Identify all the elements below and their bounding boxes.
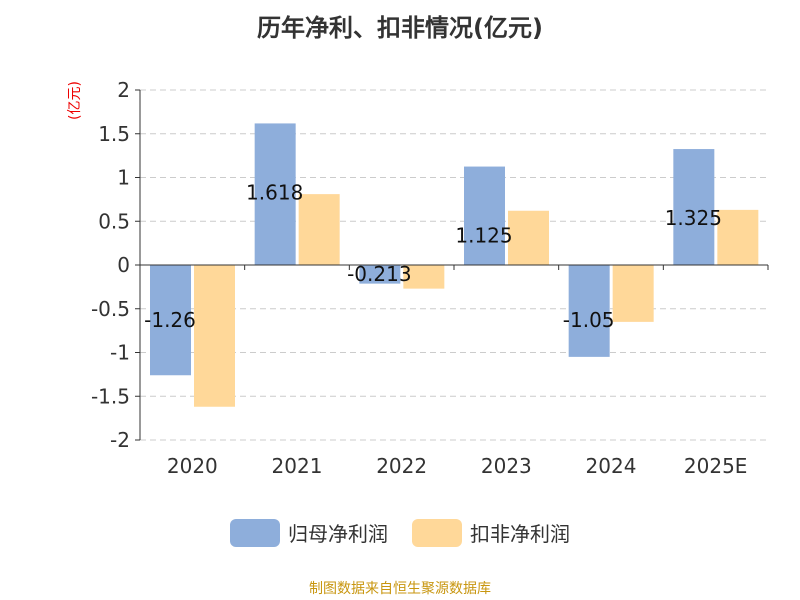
x-tick-label: 2025E xyxy=(684,454,748,478)
bar-0 xyxy=(673,149,715,265)
x-tick-label: 2020 xyxy=(167,454,218,478)
y-tick-label: -2 xyxy=(110,428,130,452)
legend-swatch xyxy=(412,518,462,547)
legend: 归母净利润 扣非净利润 xyxy=(0,518,800,547)
x-tick-label: 2022 xyxy=(376,454,427,478)
bar-0 xyxy=(150,265,191,376)
data-source: 制图数据来自恒生聚源数据库 xyxy=(309,581,491,597)
data-label: 1.325 xyxy=(665,206,722,230)
data-label: -0.213 xyxy=(347,262,411,286)
y-tick-label: 0.5 xyxy=(98,209,130,233)
y-tick-label: 1 xyxy=(117,166,130,190)
y-tick-label: -1.5 xyxy=(91,384,130,408)
x-tick-label: 2024 xyxy=(586,454,637,478)
legend-label: 归母净利润 xyxy=(288,522,388,546)
bar-0 xyxy=(464,166,505,265)
data-label: -1.26 xyxy=(144,308,196,332)
bar-1 xyxy=(403,265,445,289)
y-tick-label: -1 xyxy=(110,341,130,365)
bar-0 xyxy=(568,265,610,357)
bar-1 xyxy=(298,194,340,265)
y-tick-label: 1.5 xyxy=(98,122,130,146)
data-label: -1.05 xyxy=(563,308,615,332)
bar-1 xyxy=(508,210,549,265)
bar-0 xyxy=(359,265,401,284)
y-tick-label: -0.5 xyxy=(91,297,130,321)
y-tick-label: 2 xyxy=(117,78,130,102)
legend-item-net-profit[interactable]: 归母净利润 xyxy=(230,518,388,547)
data-label: 1.125 xyxy=(455,224,512,248)
bar-0 xyxy=(254,123,296,265)
legend-label: 扣非净利润 xyxy=(470,522,570,546)
chart-title: 历年净利、扣非情况(亿元) xyxy=(257,14,543,42)
legend-swatch xyxy=(230,518,280,547)
data-label: 1.618 xyxy=(246,180,303,204)
bar-1 xyxy=(612,265,654,322)
legend-item-deducted-profit[interactable]: 扣非净利润 xyxy=(412,518,570,547)
bar-1 xyxy=(717,209,759,265)
x-tick-label: 2021 xyxy=(272,454,323,478)
bar-1 xyxy=(194,265,235,407)
y-tick-label: 0 xyxy=(117,253,130,277)
x-tick-label: 2023 xyxy=(481,454,532,478)
